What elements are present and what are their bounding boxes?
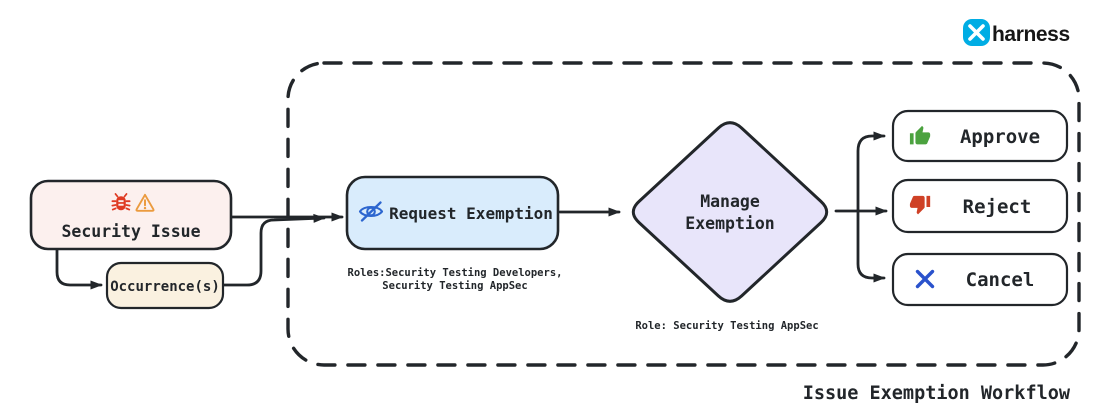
workflow-container-border [286, 61, 1081, 367]
request-exemption-label: Request Exemption [389, 204, 553, 223]
edge-occurrence-to-request [222, 213, 326, 287]
reject-label: Reject [963, 196, 1032, 218]
request-roles-annotation: Roles:Security Testing Developers, Secur… [348, 267, 563, 292]
manage-exemption-label-line2: Exemption [685, 214, 774, 233]
x-icon [915, 269, 935, 289]
security-issue-box [29, 179, 233, 251]
workflow-title: Issue Exemption Workflow [803, 383, 1071, 404]
edge-manage-to-cancel [856, 209, 886, 283]
approve-label: Approve [960, 126, 1040, 148]
harness-wordmark: harness [992, 23, 1070, 46]
node-reject: Reject [891, 178, 1069, 234]
reject-box [891, 178, 1069, 234]
bug-icon [111, 193, 131, 211]
node-manage-exemption: Manage Exemption [631, 121, 829, 303]
edge-manage-to-approve [856, 131, 886, 213]
node-occurrences: Occurrence(s) [105, 261, 225, 310]
thumbs-down-icon [909, 195, 931, 215]
node-approve: Approve [891, 109, 1069, 163]
manage-exemption-diamond [631, 121, 829, 303]
node-request-exemption: Request Exemption [345, 175, 560, 251]
cancel-box [891, 252, 1069, 307]
harness-logo: harness [963, 19, 1070, 46]
harness-logo-cross [968, 24, 985, 41]
request-exemption-box [345, 175, 560, 251]
request-roles-line2: Security Testing AppSec [382, 280, 527, 292]
warning-icon [135, 193, 155, 212]
node-cancel: Cancel [891, 252, 1069, 307]
request-roles-line1: Roles:Security Testing Developers, [348, 267, 563, 279]
manage-role-annotation: Role: Security Testing AppSec [635, 320, 818, 332]
manage-exemption-label-line1: Manage [700, 192, 760, 211]
occurrences-label: Occurrence(s) [110, 279, 220, 295]
connector-edges [55, 131, 888, 290]
eye-slash-icon [358, 201, 384, 222]
approve-box [891, 109, 1069, 163]
edge-security-to-occurrence [55, 247, 103, 290]
node-security-issue: Security Issue [29, 179, 233, 251]
thumbs-up-icon [909, 125, 931, 145]
cancel-label: Cancel [966, 269, 1035, 291]
occurrences-box [105, 261, 225, 310]
security-issue-label: Security Issue [61, 222, 200, 241]
